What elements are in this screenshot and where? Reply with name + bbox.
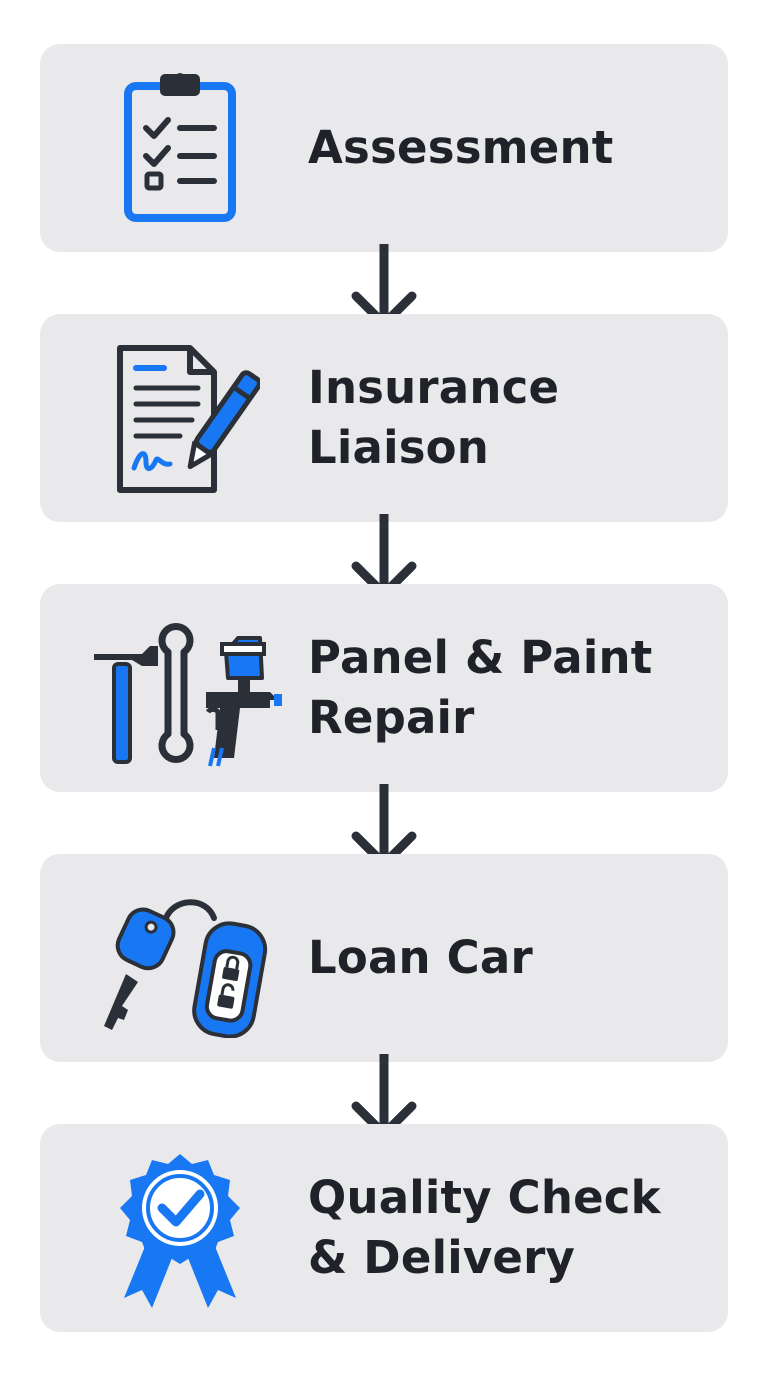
step-title-line: Repair: [308, 691, 475, 744]
repair-tools-icon: [88, 608, 284, 768]
step-label: Assessment: [308, 44, 708, 252]
car-keys-icon: [96, 878, 276, 1038]
step-title-line: Assessment: [308, 121, 614, 174]
step-card-assessment: Assessment: [40, 44, 728, 252]
step-card-panel-paint-repair: Panel & Paint Repair: [40, 584, 728, 792]
step-card-quality-check-delivery: Quality Check & Delivery: [40, 1124, 728, 1332]
step-title-line: Quality Check: [308, 1171, 661, 1224]
step-title-line: Insurance: [308, 361, 560, 414]
step-label: Panel & Paint Repair: [308, 584, 708, 792]
step-title-line: & Delivery: [308, 1231, 576, 1284]
step-card-loan-car: Loan Car: [40, 854, 728, 1062]
step-label: Loan Car: [308, 854, 708, 1062]
step-title-line: Panel & Paint: [308, 631, 653, 684]
clipboard-checklist-icon: [100, 68, 260, 228]
document-pen-icon: [100, 338, 260, 498]
step-title-line: Liaison: [308, 421, 490, 474]
quality-badge-icon: [100, 1148, 260, 1308]
step-label: Quality Check & Delivery: [308, 1124, 708, 1332]
step-label: Insurance Liaison: [308, 314, 708, 522]
step-title-line: Loan Car: [308, 931, 533, 984]
step-card-insurance-liaison: Insurance Liaison: [40, 314, 728, 522]
